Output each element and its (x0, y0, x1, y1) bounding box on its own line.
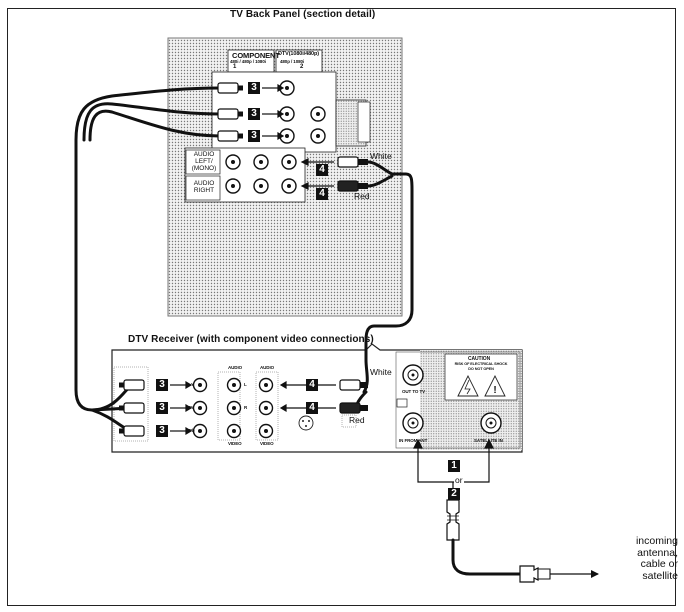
step-3-badge: 3 (248, 130, 260, 142)
receiver-white-label: White (370, 367, 392, 377)
caution-title: CAUTION (468, 356, 491, 362)
tv-panel-title: TV Back Panel (section detail) (230, 9, 376, 20)
incoming-coax-cable (446, 499, 599, 583)
video-label-1: VIDEO (228, 441, 242, 446)
pr-label: Pr (189, 405, 194, 410)
dtv-number: 2 (300, 64, 304, 70)
pb-label: Pb (189, 428, 195, 433)
tv-red-label: Red (354, 191, 370, 201)
tv-component-plugs (217, 82, 243, 142)
step-3-badge: 3 (248, 82, 260, 94)
y-label: Y (191, 382, 194, 387)
step-4-badge: 4 (316, 188, 328, 200)
audio-left-label: AUDIO LEFT/ (MONO) (191, 151, 217, 172)
step-4-badge: 4 (306, 402, 318, 414)
caution-text: RISK OF ELECTRICAL SHOCK DO NOT OPEN (454, 362, 508, 371)
step-3-badge: 3 (156, 402, 168, 414)
dtv-subheader: 480p / 1080i (280, 59, 305, 64)
tv-audio-plugs (337, 156, 368, 192)
step-3-badge: 3 (156, 425, 168, 437)
receiver-audio-plugs (339, 379, 368, 414)
in-from-ant-label: IN FROM ANT (399, 438, 428, 443)
component-header: COMPONENT (232, 51, 280, 60)
connection-arrows (170, 83, 336, 436)
component-number: 1 (233, 64, 237, 70)
receiver-title: DTV Receiver (with component video conne… (128, 334, 374, 345)
dtv-receiver: ! (111, 343, 523, 453)
satellite-in-label: SATELLITE IN (474, 438, 503, 443)
r-label: R (244, 405, 248, 410)
out-to-tv-label: OUT TO TV (402, 389, 426, 394)
svg-text:!: ! (493, 385, 496, 396)
receiver-red-label: Red (349, 415, 365, 425)
step-3-badge: 3 (248, 108, 260, 120)
tv-back-panel (167, 37, 403, 317)
audio-header-1: AUDIO (228, 365, 242, 370)
video-label-2: VIDEO (260, 441, 274, 446)
audio-header-2: AUDIO (260, 365, 274, 370)
receiver-rf-jacks (402, 364, 502, 434)
step-2-badge: 2 (448, 488, 460, 500)
diagram-frame (7, 8, 676, 606)
step-4-badge: 4 (316, 164, 328, 176)
step-4-badge: 4 (306, 379, 318, 391)
l-label: L (244, 382, 247, 387)
step-3-badge: 3 (156, 379, 168, 391)
audio-right-label: AUDIO RIGHT (193, 180, 215, 194)
component-video-cable (74, 86, 222, 433)
dtv-header: DTV(1080i/480p) (278, 51, 319, 57)
step-1-badge: 1 (448, 460, 460, 472)
or-label: or (454, 475, 464, 485)
tv-audio-jacks (225, 154, 297, 194)
receiver-video-jacks (192, 377, 274, 439)
tv-white-label: White (370, 151, 392, 161)
incoming-signal-label: incoming antenna, cable or satellite (635, 535, 678, 582)
component-subheader: 480i / 480p / 1080i (230, 59, 266, 64)
receiver-component-plugs (119, 379, 145, 437)
tv-component-jacks (279, 80, 326, 144)
